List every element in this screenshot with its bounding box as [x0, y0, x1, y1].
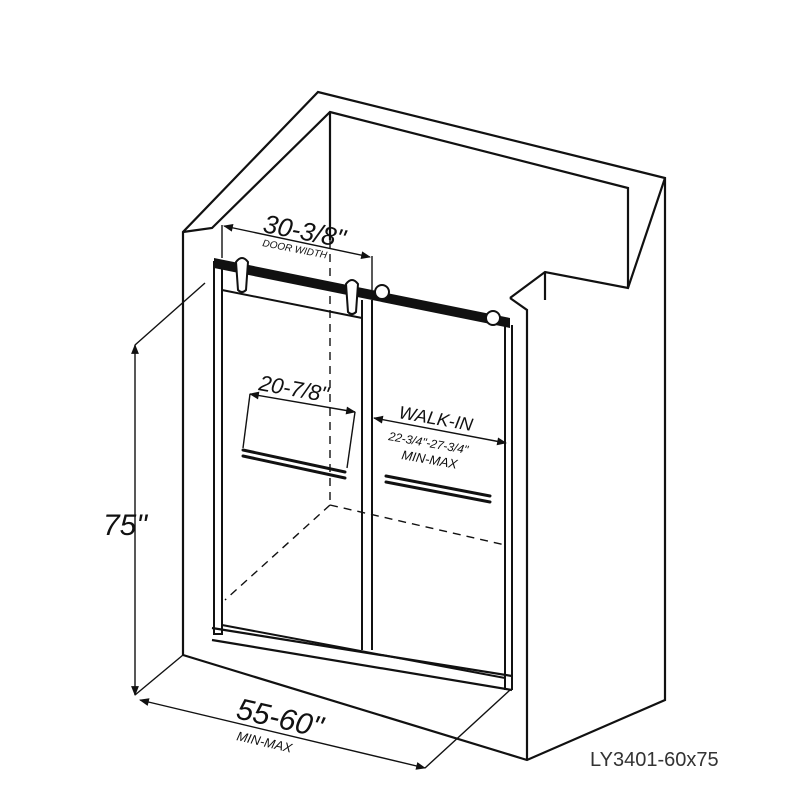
towel-bars — [241, 448, 492, 504]
enclosure-outline — [181, 90, 667, 762]
track-rail — [214, 258, 510, 328]
rollers — [234, 257, 501, 326]
height-value: 75" — [103, 509, 148, 542]
dimension-lines — [131, 223, 511, 770]
model-code: LY3401-60x75 — [590, 749, 719, 771]
door-panels — [213, 261, 513, 690]
